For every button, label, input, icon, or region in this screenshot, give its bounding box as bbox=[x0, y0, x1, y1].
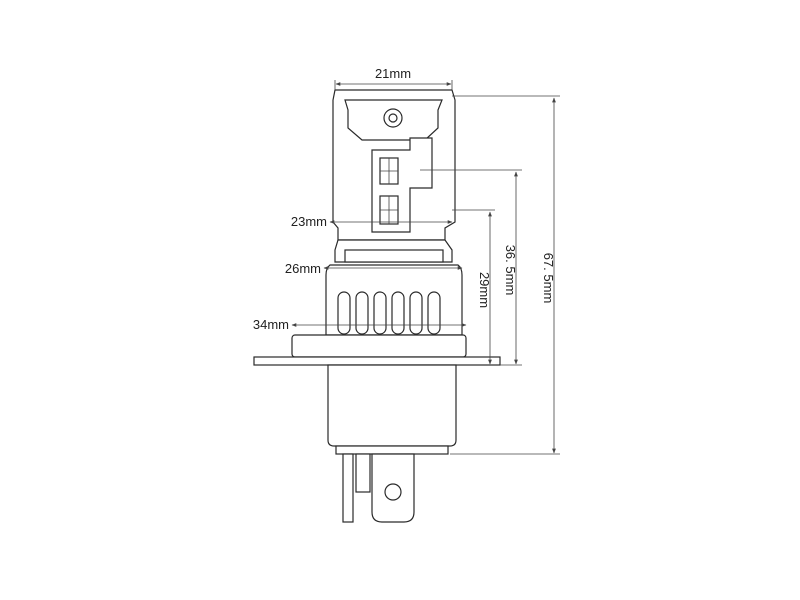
dimension-base-width: 34mm bbox=[253, 317, 467, 332]
dimension-chip-width: 23mm bbox=[291, 214, 453, 229]
dimension-top-width: 21mm bbox=[334, 66, 453, 90]
bulb-outline bbox=[253, 89, 501, 523]
dimension-height-36-5-label: 36. 5mm bbox=[503, 245, 518, 296]
terminal-pin-right-stub bbox=[355, 453, 371, 493]
bulb-neck-band bbox=[344, 249, 444, 263]
mounting-collar bbox=[291, 334, 467, 358]
dimension-height-29-label: 29mm bbox=[477, 272, 492, 308]
dimension-height-67-5-label: 67. 5mm bbox=[541, 253, 556, 304]
terminal-pin-left bbox=[342, 453, 354, 523]
dimension-top-width-label: 21mm bbox=[375, 66, 411, 81]
terminal-pin-hole bbox=[384, 483, 402, 501]
base-cylinder bbox=[327, 364, 457, 447]
dimension-neck-width: 26mm bbox=[285, 261, 463, 276]
dimension-height-29: 29mm bbox=[477, 211, 492, 365]
screw-inner bbox=[388, 113, 398, 123]
dimension-height-67-5: 67. 5mm bbox=[541, 97, 556, 454]
flange-plate bbox=[253, 356, 501, 366]
dimension-neck-width-label: 26mm bbox=[285, 261, 321, 276]
dimension-chip-width-label: 23mm bbox=[291, 214, 327, 229]
base-bottom bbox=[335, 445, 449, 455]
dimension-base-width-label: 34mm bbox=[253, 317, 289, 332]
dimension-height-36-5: 36. 5mm bbox=[503, 171, 518, 365]
